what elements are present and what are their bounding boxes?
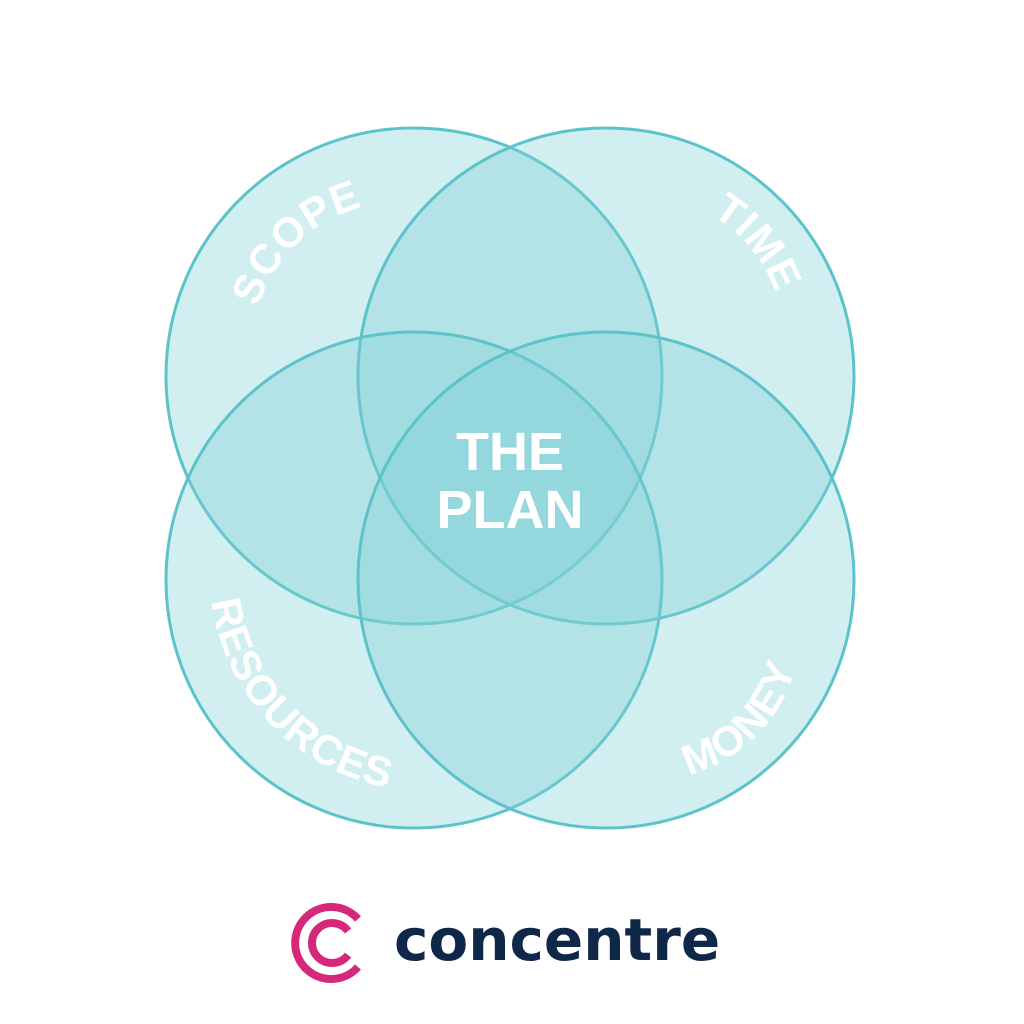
concentric-c-logo-icon bbox=[291, 903, 361, 983]
set-circle-resources bbox=[164, 330, 664, 830]
center-label-line1: THE bbox=[456, 422, 564, 482]
set-circle-money bbox=[356, 330, 856, 830]
brand-logo: concentre bbox=[288, 898, 720, 988]
venn-diagram: SCOPE TIME RESOURCES MONEY THE PLAN bbox=[164, 126, 856, 830]
set-circle-scope bbox=[164, 126, 664, 626]
center-label-line2: PLAN bbox=[437, 480, 584, 540]
brand-name: concentre bbox=[394, 906, 721, 974]
set-circle-time bbox=[356, 126, 856, 626]
